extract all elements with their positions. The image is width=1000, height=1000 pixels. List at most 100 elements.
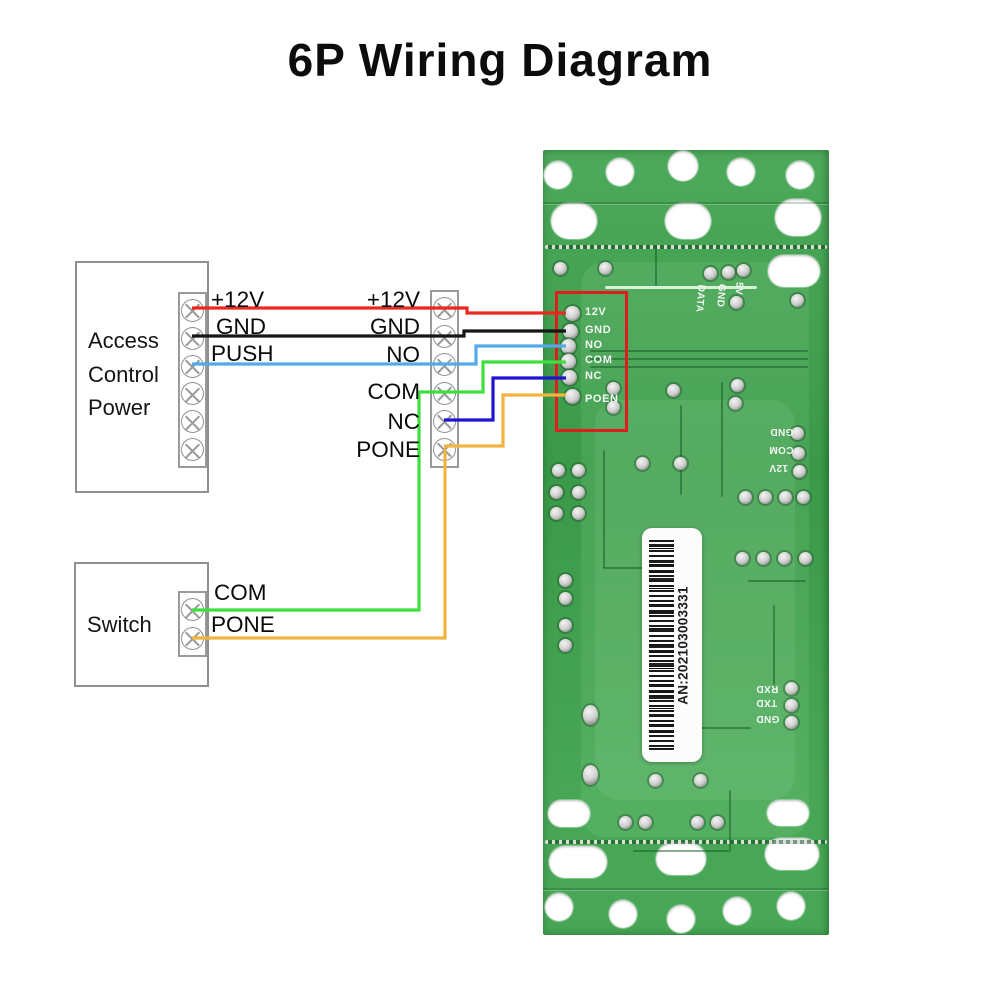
solder-pad (673, 456, 687, 470)
terminal-screw (181, 326, 204, 350)
solder-pad (778, 490, 792, 504)
solder-pad (635, 456, 649, 470)
terminal-screw (181, 410, 204, 434)
solder-pad (710, 815, 724, 829)
mounting-hole (786, 161, 814, 189)
slot-hole (775, 199, 821, 236)
pcb-trace (748, 580, 806, 582)
pcb-trace (680, 405, 682, 495)
wire-label-ac-gnd: GND (216, 314, 266, 339)
solder-pad (549, 485, 563, 499)
solder-pad (777, 551, 791, 565)
slot-hole (551, 203, 597, 239)
terminal-screw (433, 325, 456, 349)
slot-hole (665, 203, 711, 239)
solder-pad (796, 490, 810, 504)
pcb-silk-5v: 5V (732, 281, 745, 296)
solder-pad (729, 295, 743, 309)
switch-terminal-strip (178, 591, 207, 657)
solder-pad (758, 490, 772, 504)
solder-pad (618, 815, 632, 829)
solder-pad (582, 765, 598, 785)
pcb-pin-label-nc: NC (585, 370, 603, 382)
mounting-hole (606, 158, 634, 186)
terminal-screw (433, 381, 456, 405)
solder-pad (558, 573, 572, 587)
pcb-trace (633, 850, 729, 852)
solder-pad (736, 263, 750, 277)
terminal-screw (181, 438, 204, 462)
terminal-screw (433, 409, 456, 433)
middle-terminal-strip (430, 290, 459, 468)
solder-pad (784, 698, 798, 712)
solder-pad (598, 261, 612, 275)
solder-pad (730, 378, 744, 392)
wire-label-sw-pone: PONE (211, 612, 275, 637)
terminal-screw (181, 298, 204, 322)
solder-pad (558, 591, 572, 605)
pcb-trace (603, 450, 605, 568)
barcode-text: AN:202103003331 (675, 586, 691, 705)
solder-pad (666, 383, 680, 397)
solder-pad (606, 381, 620, 395)
solder-pad (606, 400, 620, 414)
solder-pad (790, 293, 804, 307)
mounting-hole (777, 892, 805, 920)
access-control-label: Access Control Power (88, 328, 159, 420)
solder-pad (792, 464, 806, 478)
solder-pad (571, 463, 585, 477)
diagram-title: 6P Wiring Diagram (287, 34, 713, 86)
pcb-trace (590, 366, 808, 368)
pcb-trace-light (605, 286, 757, 289)
slot-hole (656, 843, 706, 875)
wire-label-mid-12v: +12V (366, 287, 420, 312)
pcb-trace (590, 350, 808, 352)
solder-pad (571, 485, 585, 499)
mounting-hole (668, 151, 698, 181)
switch-label: Switch (87, 612, 152, 637)
solder-pad (784, 715, 798, 729)
pcb-silk-com-side: COM (769, 444, 794, 455)
solder-pad (638, 815, 652, 829)
solder-pad (784, 681, 798, 695)
terminal-screw (181, 382, 204, 406)
solder-pad (738, 490, 752, 504)
solder-pad (756, 551, 770, 565)
pcb-trace (773, 605, 775, 685)
wire-label-mid-gnd: GND (370, 314, 420, 339)
perforation-row (545, 840, 827, 844)
slot-hole (767, 800, 809, 826)
mounting-hole (723, 897, 751, 925)
solder-pad (558, 638, 572, 652)
solder-pad (728, 396, 742, 410)
panel-seam (543, 888, 829, 890)
slot-hole (768, 255, 820, 287)
solder-pad (693, 773, 707, 787)
wire-label-ac-12v: +12V (211, 287, 265, 312)
solder-pad (582, 705, 598, 725)
pcb-silk-gnd-top: GND (714, 283, 728, 308)
solder-pad (571, 506, 585, 520)
solder-pad (791, 446, 805, 460)
mounting-hole (727, 158, 755, 186)
pcb-pin-label-com: COM (585, 354, 613, 366)
mounting-hole (544, 161, 572, 189)
wire-pone-switch (192, 449, 447, 640)
solder-pad (549, 506, 563, 520)
pcb-silk-txd: TXD (756, 697, 778, 708)
solder-pad (558, 618, 572, 632)
terminal-screw (181, 354, 204, 378)
solder-pad (790, 426, 804, 440)
panel-seam (543, 202, 829, 204)
pcb-module: 12V GND NO COM NC POEN DATA GND 5V GND C… (543, 150, 829, 935)
solder-pad (553, 261, 567, 275)
access-control-terminal-strip (178, 292, 207, 468)
pcb-trace (655, 246, 657, 286)
pcb-pin-label-gnd: GND (585, 324, 612, 336)
pcb-trace (729, 790, 731, 852)
pcb-silk-gnd-side: GND (770, 426, 794, 437)
pcb-silk-rxd: RXD (756, 683, 779, 694)
solder-pad (735, 551, 749, 565)
